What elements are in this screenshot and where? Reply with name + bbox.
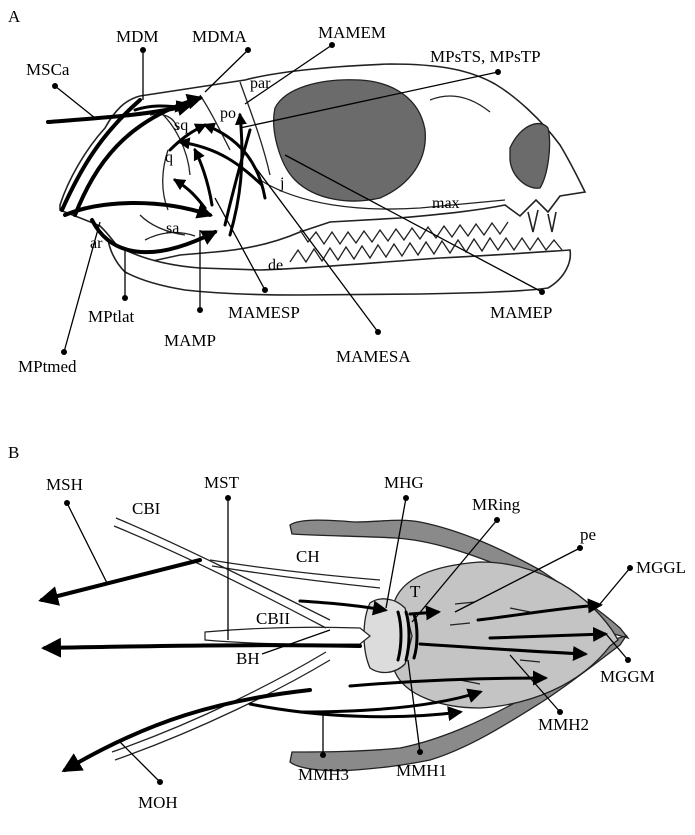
- bone-j: j: [279, 175, 284, 192]
- label-mamesp: MAMESP: [228, 303, 300, 322]
- arrow-moh: [65, 690, 310, 770]
- label-mmh3: MMH3: [298, 765, 349, 784]
- panel-b-letter: B: [8, 443, 19, 462]
- arrow-msh: [42, 560, 200, 600]
- label-pe: pe: [580, 525, 596, 544]
- label-msca: MSCa: [26, 60, 70, 79]
- label-mggm: MGGM: [600, 667, 655, 686]
- bone-par: par: [250, 75, 271, 92]
- label-bh: BH: [236, 649, 260, 668]
- bone-sa: sa: [166, 220, 179, 237]
- label-mamem: MAMEM: [318, 23, 386, 42]
- bone-q: q: [165, 149, 173, 166]
- label-mhg: MHG: [384, 473, 424, 492]
- label-mptmed: MPtmed: [18, 357, 77, 376]
- bone-sq: sq: [174, 117, 188, 134]
- label-msh: MSH: [46, 475, 83, 494]
- label-ch: CH: [296, 547, 320, 566]
- label-mggl: MGGL: [636, 558, 686, 577]
- panel-a: A: [8, 7, 585, 376]
- panel-a-letter: A: [8, 7, 21, 26]
- arrow-mring: [410, 612, 438, 614]
- label-mmh2: MMH2: [538, 715, 589, 734]
- bone-ar: ar: [90, 235, 103, 252]
- label-mpsts: MPsTS, MPsTP: [430, 47, 541, 66]
- label-moh: MOH: [138, 793, 178, 812]
- label-mdm: MDM: [116, 27, 159, 46]
- arrow-mst: [45, 645, 360, 648]
- bone-max: max: [432, 195, 460, 212]
- label-cbii: CBII: [256, 609, 290, 628]
- bone-po: po: [220, 105, 236, 122]
- label-mamp: MAMP: [164, 331, 216, 350]
- bone-de: de: [268, 257, 283, 274]
- entoglossal-process: [205, 627, 370, 644]
- label-mst: MST: [204, 473, 240, 492]
- hyoid-body: [364, 599, 412, 673]
- label-cbi: CBI: [132, 499, 161, 518]
- upper-teeth: [300, 222, 508, 244]
- label-mring: MRing: [472, 495, 521, 514]
- front-fangs: [528, 210, 556, 232]
- label-t: T: [410, 582, 421, 601]
- label-mptlat: MPtlat: [88, 307, 135, 326]
- label-mamesa: MAMESA: [336, 347, 411, 366]
- label-mmh1: MMH1: [396, 761, 447, 780]
- label-mamep: MAMEP: [490, 303, 552, 322]
- label-mdma: MDMA: [192, 27, 248, 46]
- panel-b: B: [8, 443, 686, 812]
